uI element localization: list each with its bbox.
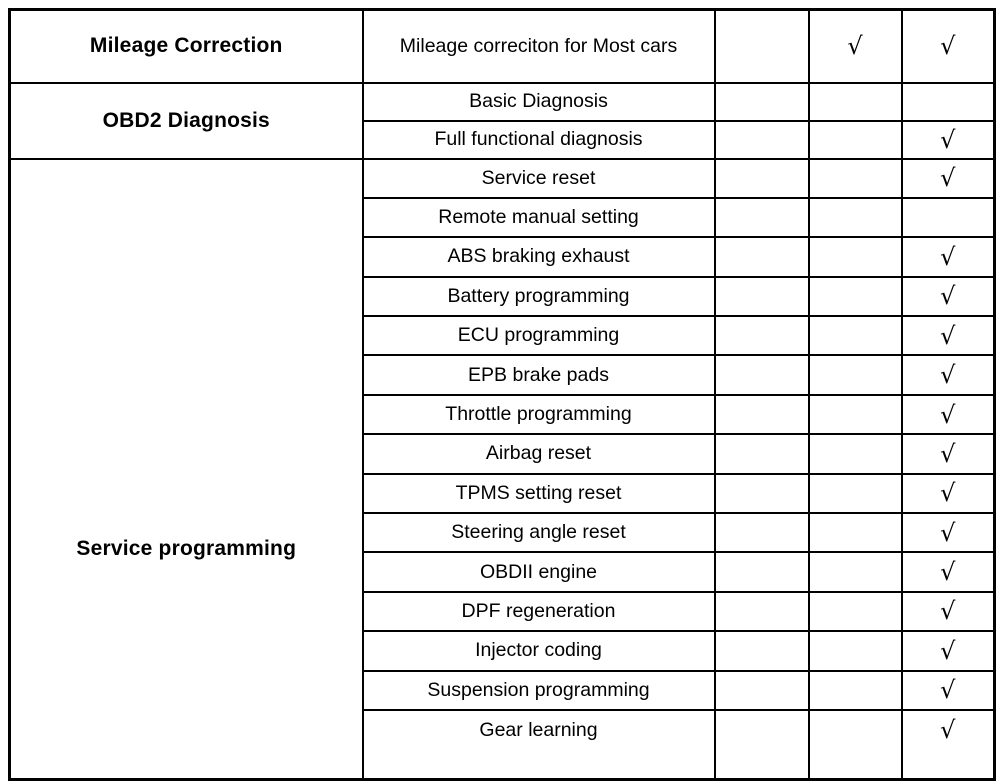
feature-cell: ECU programming	[361, 315, 716, 357]
check-empty-cell	[713, 157, 810, 199]
table-row: TPMS setting reset √	[10, 472, 996, 515]
check-mark-cell: √	[900, 512, 996, 554]
check-empty-cell	[807, 81, 903, 122]
feature-cell: Gear learning	[361, 708, 716, 781]
feature-cell: TPMS setting reset	[361, 472, 716, 515]
check-empty-cell	[807, 275, 903, 318]
check-empty-cell	[713, 630, 810, 672]
table-row: ABS braking exhaust √	[10, 236, 996, 278]
feature-cell: Throttle programming	[361, 393, 716, 436]
table-row: Battery programming √	[10, 275, 996, 318]
check-empty-cell	[713, 512, 810, 554]
table-row: Full functional diagnosis √	[10, 119, 996, 160]
feature-cell: Injector coding	[361, 630, 716, 672]
table-row: DPF regeneration √	[10, 590, 996, 633]
table-row: OBDII engine √	[10, 551, 996, 593]
table-row: Airbag reset √	[10, 433, 996, 475]
check-empty-cell	[900, 196, 996, 239]
check-empty-cell	[807, 669, 903, 711]
table-row: Mileage Correction Mileage correciton for…	[8, 8, 996, 84]
check-mark-cell: √	[900, 315, 996, 357]
table-row: ECU programming √	[10, 315, 996, 357]
table-row: Service programming Service reset √	[8, 157, 996, 781]
feature-cell: Steering angle reset	[361, 512, 716, 554]
table-row: Injector coding √	[10, 630, 996, 672]
feature-cell: Mileage correciton for Most cars	[361, 8, 716, 84]
category-cell: OBD2 Diagnosis	[8, 81, 364, 160]
check-empty-cell	[713, 196, 810, 239]
check-mark-cell: √	[900, 590, 996, 633]
category-cell: Mileage Correction	[8, 8, 364, 84]
check-empty-cell	[807, 196, 903, 239]
table-row: Gear learning √	[10, 708, 996, 781]
check-empty-cell	[713, 354, 810, 396]
check-empty-cell	[807, 119, 903, 160]
check-mark-cell: √	[900, 8, 996, 84]
check-empty-cell	[807, 315, 903, 357]
feature-cell: Full functional diagnosis	[361, 119, 716, 160]
check-empty-cell	[713, 315, 810, 357]
feature-cell: Service reset	[361, 157, 716, 199]
table-row: OBD2 Diagnosis Basic Diagnosis	[8, 81, 996, 160]
feature-cell: EPB brake pads	[361, 354, 716, 396]
check-empty-cell	[807, 512, 903, 554]
check-empty-cell	[807, 708, 903, 781]
category-cell: Service programming	[8, 157, 364, 781]
check-empty-cell	[807, 590, 903, 633]
check-empty-cell	[713, 590, 810, 633]
check-empty-cell	[713, 8, 810, 84]
check-mark-cell: √	[900, 708, 996, 781]
check-empty-cell	[713, 433, 810, 475]
check-mark-cell: √	[900, 275, 996, 318]
category-label: OBD2 Diagnosis	[102, 108, 270, 132]
table-row: Steering angle reset √	[10, 512, 996, 554]
check-mark-cell: √	[900, 393, 996, 436]
check-empty-cell	[713, 708, 810, 781]
check-empty-cell	[807, 630, 903, 672]
table-row: Remote manual setting	[10, 196, 996, 239]
check-mark-cell: √	[900, 669, 996, 711]
feature-cell: Basic Diagnosis	[361, 81, 716, 122]
check-mark-cell: √	[900, 119, 996, 160]
feature-cell: Remote manual setting	[361, 196, 716, 239]
check-empty-cell	[713, 393, 810, 436]
feature-cell: Battery programming	[361, 275, 716, 318]
check-empty-cell	[807, 393, 903, 436]
check-empty-cell	[807, 354, 903, 396]
feature-comparison-table: Mileage Correction Mileage correciton for…	[8, 8, 996, 782]
check-empty-cell	[900, 81, 996, 122]
table-row: Suspension programming √	[10, 669, 996, 711]
check-empty-cell	[713, 551, 810, 593]
check-mark-cell: √	[900, 354, 996, 396]
check-empty-cell	[713, 275, 810, 318]
feature-cell: ABS braking exhaust	[361, 236, 716, 278]
check-empty-cell	[713, 236, 810, 278]
table-row: Throttle programming √	[10, 393, 996, 436]
check-mark-cell: √	[900, 433, 996, 475]
check-empty-cell	[807, 236, 903, 278]
check-empty-cell	[807, 551, 903, 593]
category-label: Mileage Correction	[89, 34, 283, 58]
check-mark-cell: √	[900, 472, 996, 515]
check-mark-cell: √	[807, 8, 903, 84]
check-empty-cell	[807, 433, 903, 475]
check-empty-cell	[713, 81, 810, 122]
check-empty-cell	[713, 669, 810, 711]
check-mark-cell: √	[900, 157, 996, 199]
table-row: EPB brake pads √	[10, 354, 996, 396]
category-label: Service programming	[76, 536, 297, 560]
check-mark-cell: √	[900, 551, 996, 593]
check-empty-cell	[713, 472, 810, 515]
check-mark-cell: √	[900, 236, 996, 278]
check-mark-cell: √	[900, 630, 996, 672]
comparison-table: Mileage Correction Mileage correciton for…	[8, 8, 996, 782]
feature-cell: OBDII engine	[361, 551, 716, 593]
feature-cell: Suspension programming	[361, 669, 716, 711]
feature-cell: DPF regeneration	[361, 590, 716, 633]
feature-cell: Airbag reset	[361, 433, 716, 475]
check-empty-cell	[807, 472, 903, 515]
check-empty-cell	[807, 157, 903, 199]
check-empty-cell	[713, 119, 810, 160]
